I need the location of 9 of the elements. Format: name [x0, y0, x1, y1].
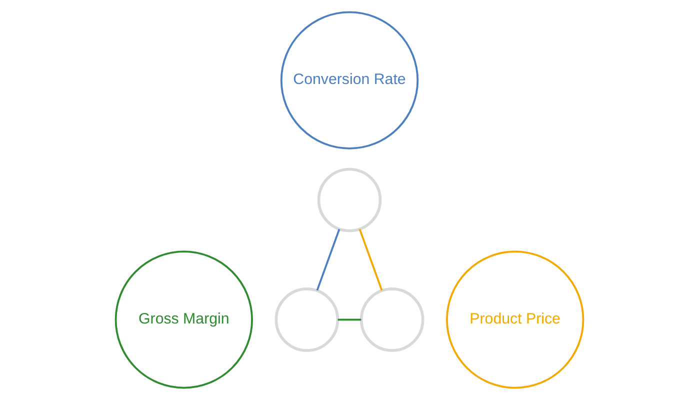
connector	[316, 228, 340, 291]
connector	[358, 228, 382, 291]
node-circle	[359, 288, 424, 352]
connector	[337, 318, 361, 321]
node-circle: Product Price	[446, 250, 584, 389]
node-circle: Gross Margin	[114, 250, 252, 389]
node-circle: Conversion Rate	[280, 11, 418, 150]
node-circle	[274, 288, 339, 352]
node-circle	[316, 168, 382, 232]
